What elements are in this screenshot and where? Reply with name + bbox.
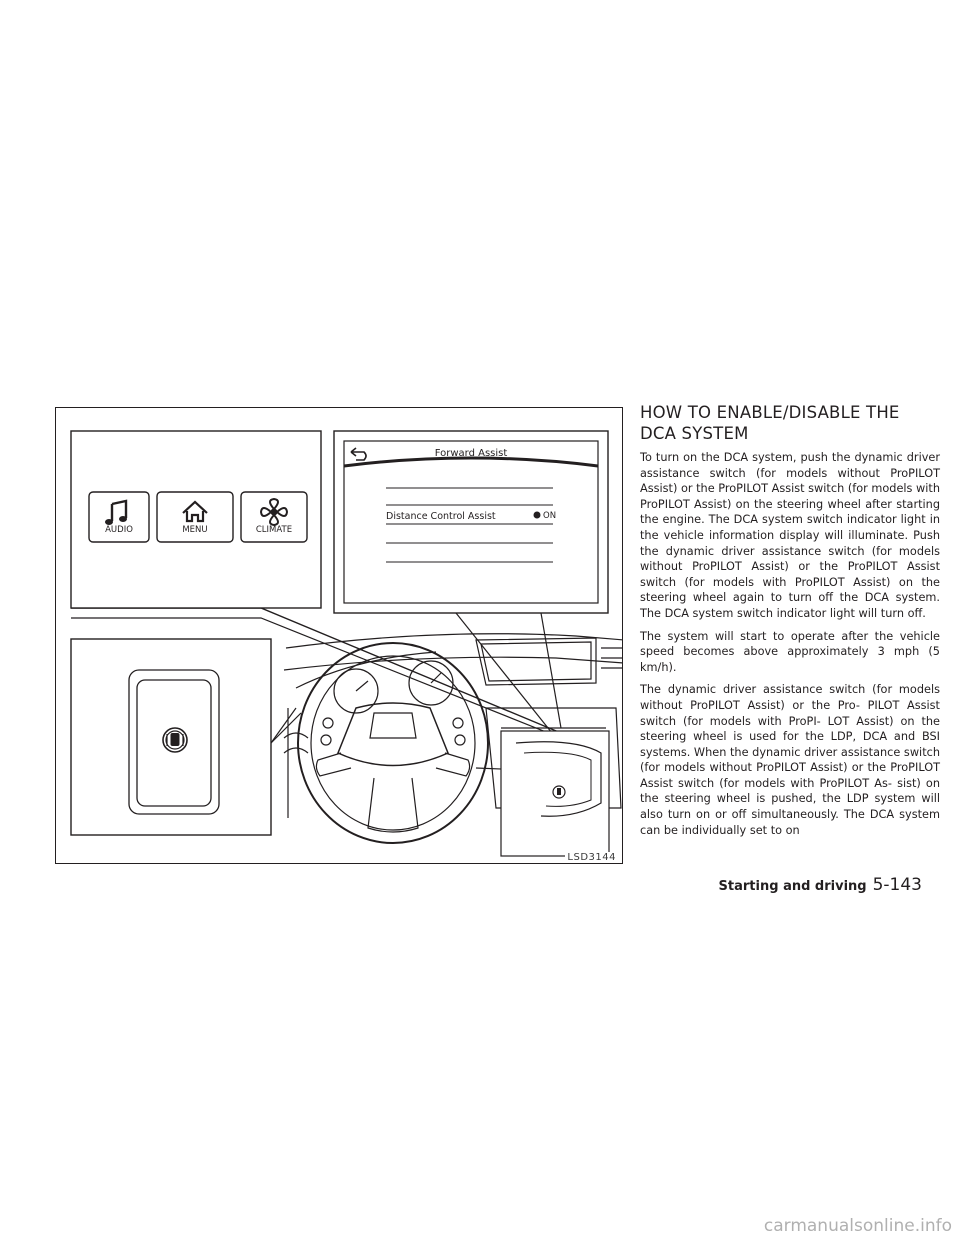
menu-button-label: MENU [182,525,207,535]
footer-section-title: Starting and driving [718,879,867,894]
illustration-svg: AUDIO MENU CLIMATE [70,430,622,857]
dynamic-driver-assistance-switch-icon [162,727,188,753]
on-indicator-icon [533,511,541,519]
climate-button: CLIMATE [240,491,308,543]
menu-button: MENU [156,491,234,543]
watermark: carmanualsonline.info [763,1216,952,1236]
screen-item-label: Distance Control Assist [386,511,496,522]
section-heading-line1: HOW TO ENABLE/DISABLE THE [640,403,900,422]
paragraph-1: To turn on the DCA system, push the dyna… [640,451,940,620]
figure-code: LSD3144 [565,852,618,863]
screen-item-state: ON [543,511,556,521]
audio-button: AUDIO [88,491,150,543]
paragraph-3: The dynamic driver assistance switch (fo… [640,683,940,837]
section-heading-line2: DCA SYSTEM [640,424,749,443]
forward-assist-screen: Forward Assist Distance Control Assist O… [333,430,609,614]
fan-icon [259,497,289,527]
screen-title: Forward Assist [435,448,508,459]
page-footer: Starting and driving 5-143 [719,875,922,895]
back-icon [350,447,367,461]
section-heading: HOW TO ENABLE/DISABLE THE DCA SYSTEM [640,402,940,444]
paragraph-2: The system will start to operate after t… [640,629,940,674]
dca-switch-illustration: AUDIO MENU CLIMATE [55,407,623,864]
page-number: 5-143 [872,875,922,895]
controller-button-panel: AUDIO MENU CLIMATE [70,430,322,609]
section-text: HOW TO ENABLE/DISABLE THE DCA SYSTEM To … [640,402,940,845]
steering-switch-closeup [500,730,610,857]
audio-button-label: AUDIO [105,525,133,535]
climate-button-label: CLIMATE [256,525,292,535]
switch-closeup-panel [70,638,272,836]
